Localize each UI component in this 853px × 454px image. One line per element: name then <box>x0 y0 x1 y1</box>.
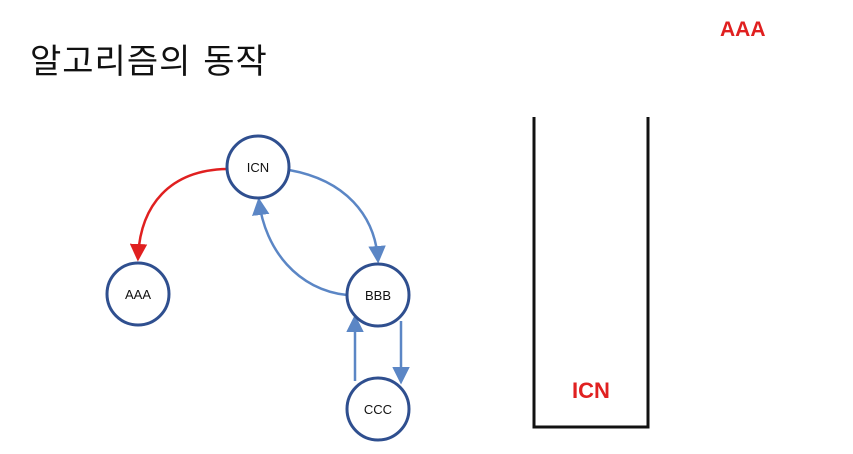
stack-container <box>532 117 650 429</box>
stack-item: ICN <box>572 378 610 403</box>
node-icn-label: ICN <box>247 160 269 175</box>
node-aaa-label: AAA <box>125 287 151 302</box>
edge-icn-to-bbb <box>288 168 386 264</box>
edge-icn-to-aaa <box>129 167 228 262</box>
edge-bbb-to-icn <box>252 197 348 297</box>
node-icn: ICN <box>225 134 291 200</box>
node-ccc: CCC <box>345 376 411 442</box>
node-ccc-label: CCC <box>364 402 392 417</box>
node-aaa: AAA <box>105 261 171 327</box>
node-bbb: BBB <box>345 262 411 328</box>
slide-title: 알고리즘의 동작 <box>30 42 268 82</box>
current-node-label: AAA <box>720 18 766 41</box>
node-bbb-label: BBB <box>365 288 391 303</box>
